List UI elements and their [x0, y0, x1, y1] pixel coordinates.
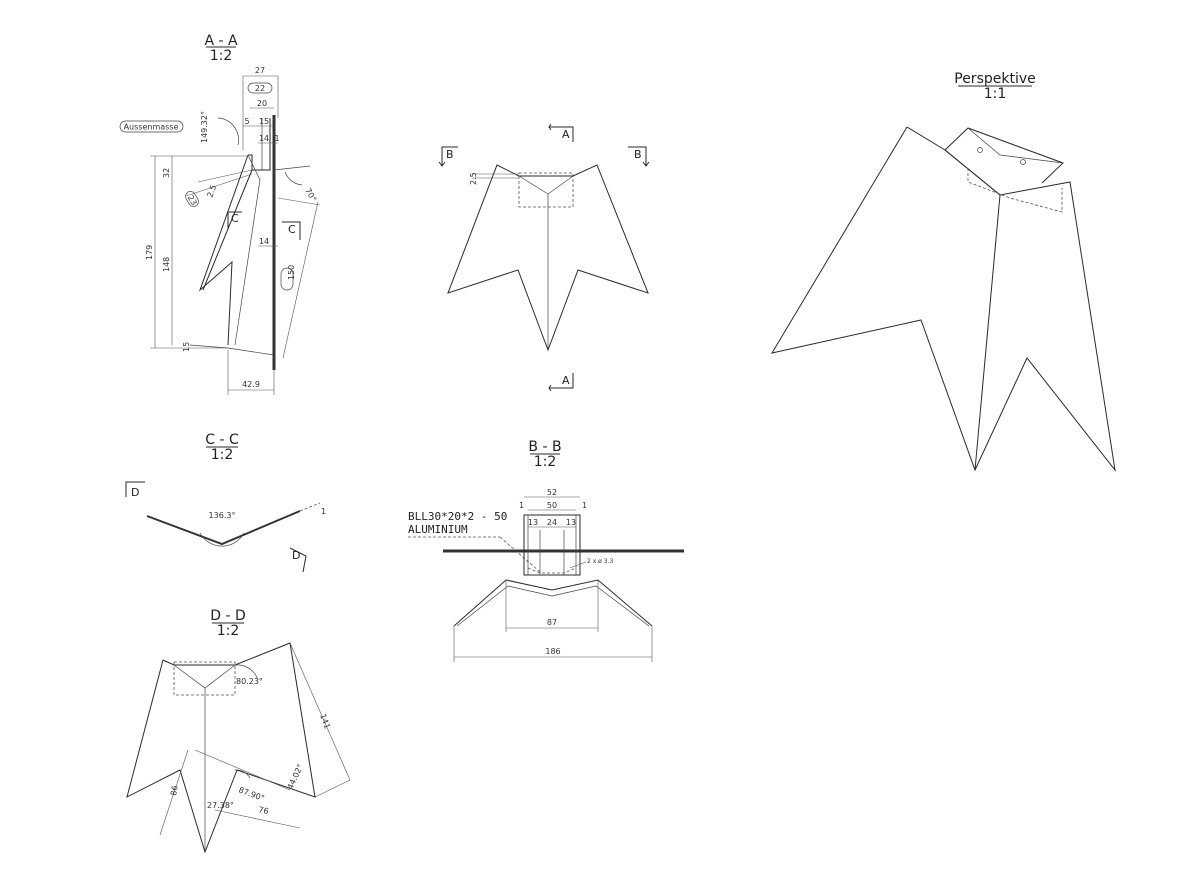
bb-material-line1: BLL30*20*2 - 50 [408, 510, 507, 523]
view-front: 2.5 A A B B [438, 123, 650, 392]
view-dd: D - D 1:2 80.23° 141 87.90° 44.02° 27.38… [126, 608, 351, 854]
view-aa-name: A - A [204, 33, 238, 49]
front-dim-2-5: 2.5 [469, 172, 478, 185]
dim-23: 23 [186, 194, 199, 207]
dim-5: 5 [244, 117, 249, 126]
view-cc-scale: 1:2 [211, 447, 234, 463]
cut-c-left: C [231, 212, 239, 225]
dd-angle-87: 87.90° [237, 785, 265, 803]
cut-d-top: D [131, 486, 139, 499]
bb-dim-13a: 13 [528, 518, 538, 527]
dim-27: 27 [255, 66, 265, 75]
bb-dim-13b: 13 [566, 518, 576, 527]
bb-dim-1b: 1 [582, 501, 587, 510]
dim-2-5: 2.5 [205, 184, 218, 199]
view-bb-name: B - B [528, 439, 561, 455]
bb-material-line2: ALUMINIUM [408, 523, 468, 536]
view-persp-scale: 1:1 [984, 86, 1007, 102]
dim-42-9: 42.9 [242, 380, 260, 389]
dim-179: 179 [145, 245, 154, 260]
cut-d-bottom: D [292, 549, 300, 562]
dim-20: 20 [257, 99, 267, 108]
view-bb-scale: 1:2 [534, 454, 557, 470]
dim-1: 1 [274, 134, 279, 143]
view-dd-scale: 1:2 [217, 623, 240, 639]
dim-148: 148 [162, 257, 171, 272]
cc-dim-angle: 136.3° [209, 511, 236, 520]
dim-angle-149: 149.32° [200, 111, 209, 143]
dd-angle-80: 80.23° [236, 677, 263, 686]
dd-angle-27: 27.38° [207, 801, 234, 810]
bb-dim-50: 50 [547, 501, 557, 510]
cut-a-bottom: A [562, 374, 570, 387]
bb-dim-87: 87 [547, 618, 557, 627]
cut-b-left: B [446, 148, 454, 161]
front-outline [447, 164, 649, 352]
dd-dim-76: 76 [258, 805, 270, 816]
bb-holes: 2 x ø 3.3 [587, 558, 613, 565]
dim-32: 32 [162, 168, 171, 178]
cc-dim-1: 1 [321, 507, 326, 516]
cut-b-right: B [634, 148, 642, 161]
cut-a-top: A [562, 128, 570, 141]
dim-14a: 14 [259, 134, 269, 143]
dd-dim-141: 141 [318, 713, 332, 730]
dim-1-5: 15 [182, 342, 191, 352]
bb-dim-24: 24 [547, 518, 557, 527]
view-cc: C - C 1:2 136.3° 1 D D [125, 432, 326, 573]
view-aa: A - A 1:2 Aussenmasse 27 22 20 5 15 14 1 [119, 33, 321, 395]
view-perspective: Perspektive 1:1 [770, 71, 1116, 472]
view-bb: B - B 1:2 BLL30*20*2 - 50 ALUMINIUM 52 5… [408, 439, 684, 662]
view-persp-name: Perspektive [954, 71, 1036, 87]
bb-dim-186: 186 [545, 647, 560, 656]
view-cc-name: C - C [205, 432, 239, 448]
dd-dim-86: 86 [169, 785, 180, 797]
dim-15: 15 [259, 117, 269, 126]
outer-label-frame [119, 120, 184, 133]
dim-22: 22 [255, 84, 265, 93]
outer-label: Aussenmasse [124, 123, 179, 132]
dim-angle-70: 70° [303, 187, 318, 204]
cut-c-right: C [288, 223, 296, 236]
bb-dim-1a: 1 [519, 501, 524, 510]
dim-14b: 14 [259, 237, 269, 246]
view-dd-name: D - D [210, 608, 246, 624]
dim-150: 150 [287, 265, 296, 280]
dd-angle-44: 44.02° [286, 763, 306, 791]
bb-dim-52: 52 [547, 488, 557, 497]
view-aa-scale: 1:2 [210, 48, 233, 64]
